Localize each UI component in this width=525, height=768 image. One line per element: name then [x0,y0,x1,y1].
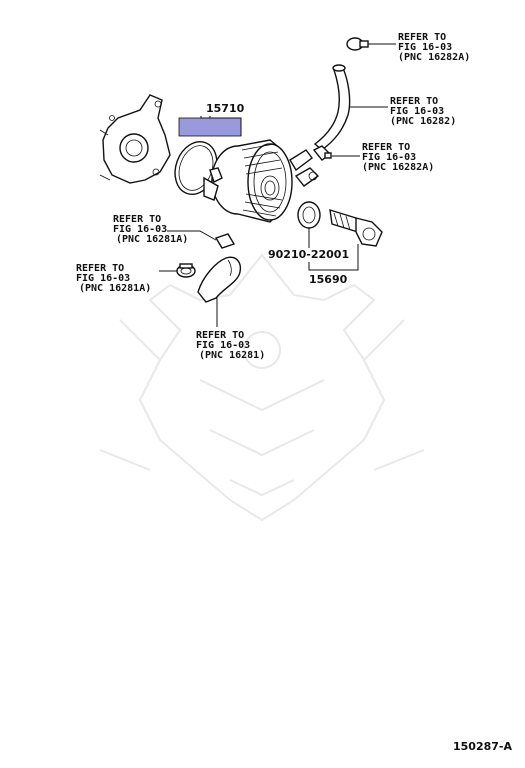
gasket-plate [99,94,171,184]
ref-label-line2: FIG 16-03 [390,106,444,117]
ref-label-line3: (PNC 16282A) [362,162,434,173]
diagram-id: 150287-A [453,740,512,753]
ref-label-line1: REFER TO [196,330,244,341]
ref-label-line2: FIG 16-03 [76,273,130,284]
part-number-15690[interactable]: 15690 [309,273,348,286]
ref-label-line1: REFER TO [113,214,161,225]
part-number-15710[interactable]: 15710 [206,102,245,115]
ref-label-line3: (PNC 16281A) [116,234,188,245]
oil-cooler [203,139,320,223]
washer-90210-22001 [297,201,321,229]
selection-highlight[interactable] [178,117,242,137]
ref-label-line1: REFER TO [398,32,446,43]
hose-clamp-lower-left [176,263,196,278]
ref-label-line1: REFER TO [76,263,124,274]
ref-label-line3: (PNC 16281) [199,350,265,361]
ref-label-line3: (PNC 16282) [390,116,456,127]
union-bolt-15690 [329,209,383,247]
ref-label-line2: FIG 16-03 [113,224,167,235]
ref-label-line3: (PNC 16281A) [79,283,151,294]
watermark-logo [99,253,425,522]
ref-label-line2: FIG 16-03 [362,152,416,163]
hose-clamp-lower-small [214,233,236,249]
hose-lower [197,256,242,303]
hose-clamp-top [346,37,369,51]
ref-label-line2: FIG 16-03 [398,42,452,53]
hose-upper [313,64,351,151]
ref-label-line2: FIG 16-03 [196,340,250,351]
ref-label-line3: (PNC 16282A) [398,52,470,63]
ref-label-line1: REFER TO [362,142,410,153]
hose-clamp-mid [312,145,332,161]
part-number-90210-22001[interactable]: 90210-22001 [268,248,349,261]
ref-label-line1: REFER TO [390,96,438,107]
